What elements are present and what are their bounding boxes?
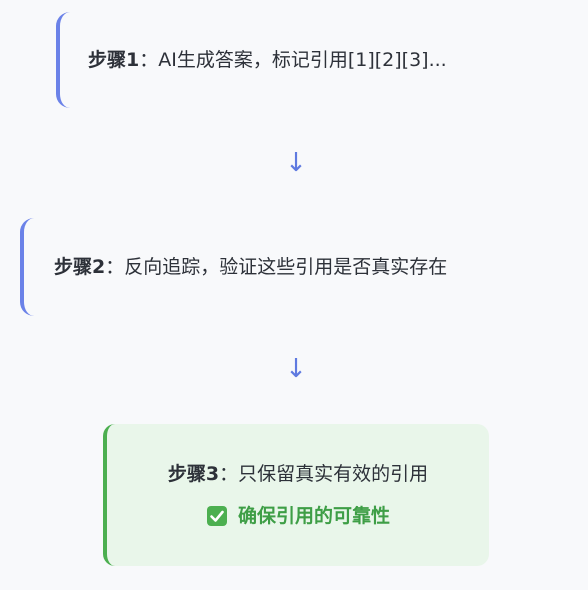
- step-1-label: 步骤1: [88, 49, 140, 71]
- step-3-line: 步骤3：只保留真实有效的引用: [168, 460, 428, 488]
- step-3-separator: ：: [219, 463, 239, 485]
- step-1-card: 步骤1：AI生成答案，标记引用[1][2][3]...: [56, 12, 536, 108]
- step-3-card: 步骤3：只保留真实有效的引用 确保引用的可靠性: [103, 424, 489, 566]
- step-3-label: 步骤3: [167, 463, 220, 485]
- step-2-label: 步骤2: [54, 256, 106, 278]
- result-text: 确保引用的可靠性: [237, 505, 390, 527]
- step-2-text: 反向追踪，验证这些引用是否真实存在: [124, 256, 448, 278]
- step-2-separator: ：: [105, 256, 125, 278]
- step-2-card: 步骤2：反向追踪，验证这些引用是否真实存在: [20, 218, 580, 316]
- step-3-text: 只保留真实有效的引用: [238, 463, 429, 485]
- check-box-icon: [206, 505, 228, 527]
- down-arrow-icon: ↓: [285, 354, 307, 384]
- step-1-separator: ：: [139, 49, 159, 71]
- result-line: 确保引用的可靠性: [206, 502, 390, 530]
- down-arrow-icon: ↓: [285, 148, 307, 178]
- step-1-text: AI生成答案，标记引用[1][2][3]...: [158, 49, 447, 71]
